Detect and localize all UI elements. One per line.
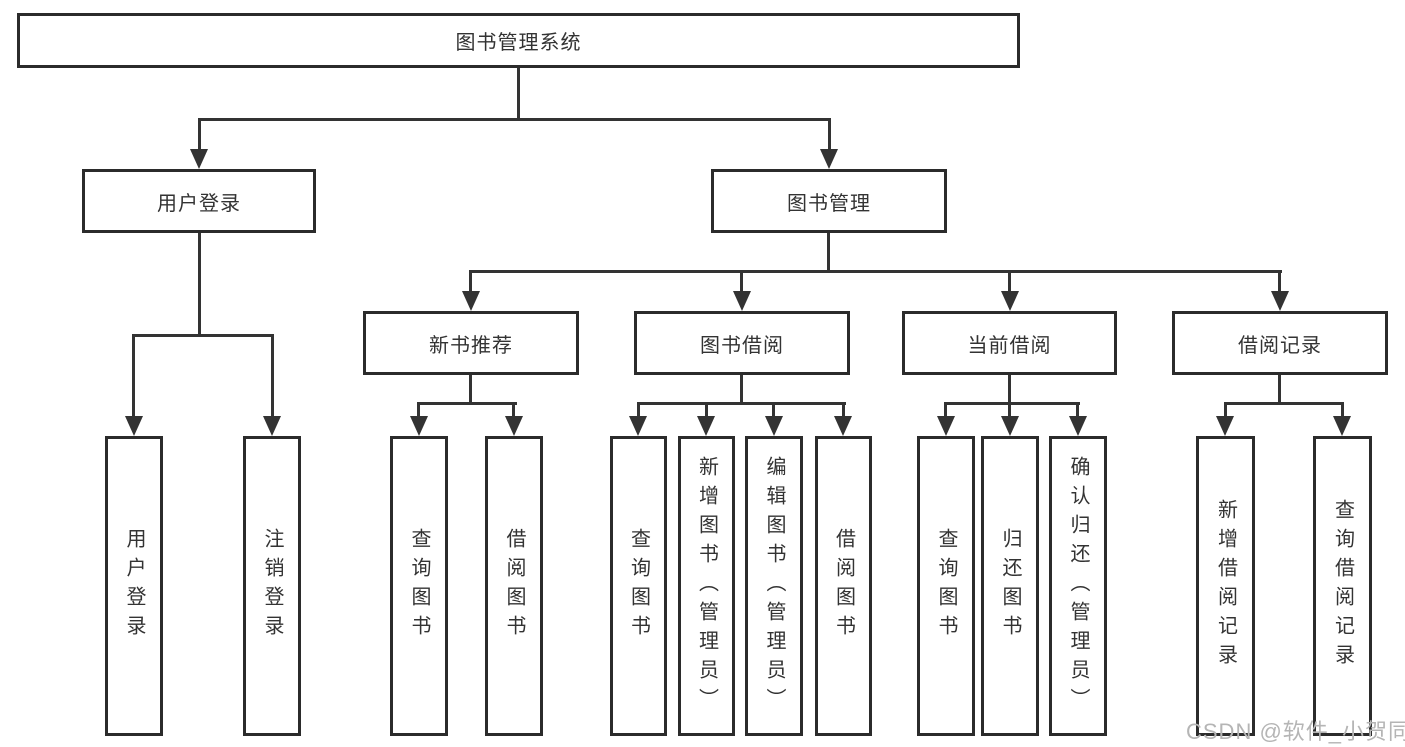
arrow-down-icon <box>733 291 751 311</box>
connector-line <box>740 270 743 293</box>
arrow-down-icon <box>1001 291 1019 311</box>
arrow-down-icon <box>1001 416 1019 436</box>
arrow-down-icon <box>820 149 838 169</box>
connector-line <box>772 402 775 418</box>
node-root-library-system: 图书管理系统 <box>17 13 1020 68</box>
arrow-down-icon <box>263 416 281 436</box>
connector-line <box>705 402 708 418</box>
connector-line <box>1278 270 1281 293</box>
connector-line <box>517 68 520 120</box>
connector-line <box>827 233 830 273</box>
arrow-down-icon <box>937 416 955 436</box>
leaf-query-borrow-record: 查询借阅记录 <box>1313 436 1372 736</box>
node-current-borrow: 当前借阅 <box>902 311 1117 375</box>
leaf-borrow-books-borrow: 借阅图书 <box>815 436 872 736</box>
connector-line <box>469 270 1282 273</box>
connector-line <box>271 334 274 418</box>
node-user-login: 用户登录 <box>82 169 316 233</box>
arrow-down-icon <box>1333 416 1351 436</box>
connector-line <box>1008 375 1011 405</box>
connector-line <box>132 334 135 418</box>
connector-line <box>417 402 420 418</box>
connector-line <box>417 402 517 405</box>
arrow-down-icon <box>505 416 523 436</box>
connector-line <box>1224 402 1227 418</box>
connector-line <box>1224 402 1344 405</box>
node-new-book-recommend: 新书推荐 <box>363 311 579 375</box>
node-borrow-records: 借阅记录 <box>1172 311 1388 375</box>
connector-line <box>828 118 831 150</box>
connector-line <box>469 375 472 405</box>
connector-line <box>842 402 845 418</box>
leaf-query-books-borrow: 查询图书 <box>610 436 667 736</box>
arrow-down-icon <box>1069 416 1087 436</box>
arrow-down-icon <box>834 416 852 436</box>
leaf-edit-book-admin: 编辑图书（管理员） <box>745 436 803 736</box>
connector-line <box>944 402 1080 405</box>
arrow-down-icon <box>125 416 143 436</box>
leaf-borrow-books-recommend: 借阅图书 <box>485 436 543 736</box>
leaf-confirm-return-admin: 确认归还（管理员） <box>1049 436 1107 736</box>
connector-line <box>637 402 640 418</box>
leaf-add-borrow-record: 新增借阅记录 <box>1196 436 1255 736</box>
connector-line <box>637 402 846 405</box>
leaf-add-book-admin: 新增图书（管理员） <box>678 436 735 736</box>
arrow-down-icon <box>1216 416 1234 436</box>
connector-line <box>740 375 743 405</box>
leaf-query-books-current: 查询图书 <box>917 436 975 736</box>
connector-line <box>132 334 274 337</box>
leaf-return-book: 归还图书 <box>981 436 1039 736</box>
connector-line <box>1008 402 1011 418</box>
arrow-down-icon <box>629 416 647 436</box>
node-book-management: 图书管理 <box>711 169 947 233</box>
connector-line <box>944 402 947 418</box>
connector-line <box>1076 402 1079 418</box>
arrow-down-icon <box>765 416 783 436</box>
watermark-text: CSDN @软件_小贺同学 <box>1186 719 1405 744</box>
arrow-down-icon <box>190 149 208 169</box>
connector-line <box>512 402 515 418</box>
connector-line <box>469 270 472 293</box>
arrow-down-icon <box>462 291 480 311</box>
arrow-down-icon <box>410 416 428 436</box>
arrow-down-icon <box>1271 291 1289 311</box>
connector-line <box>1278 375 1281 405</box>
connector-line <box>198 118 201 150</box>
connector-line <box>1341 402 1344 418</box>
connector-line <box>198 233 201 337</box>
leaf-query-books-recommend: 查询图书 <box>390 436 448 736</box>
arrow-down-icon <box>697 416 715 436</box>
connector-line <box>198 118 831 121</box>
leaf-user-login: 用户登录 <box>105 436 163 736</box>
connector-line <box>1008 270 1011 293</box>
leaf-logout: 注销登录 <box>243 436 301 736</box>
node-book-borrow: 图书借阅 <box>634 311 850 375</box>
